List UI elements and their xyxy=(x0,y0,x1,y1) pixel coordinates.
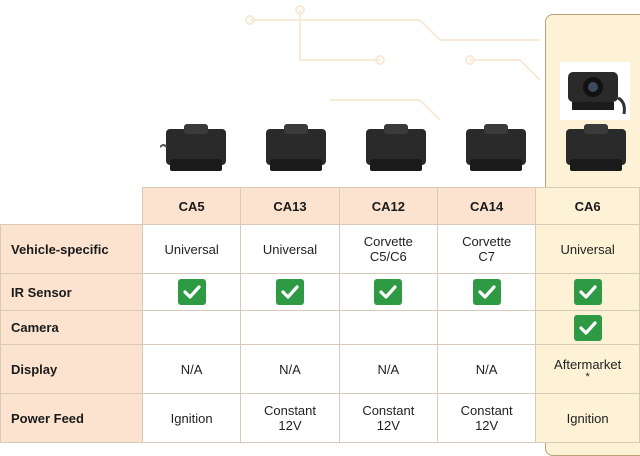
row-label-ir: IR Sensor xyxy=(0,273,143,311)
radar-sensor-icon xyxy=(160,124,226,171)
cell-camera-ca13 xyxy=(240,310,340,345)
cell-text: Constant xyxy=(263,403,317,418)
radar-sensor-icon xyxy=(366,124,426,171)
cell-text: 12V xyxy=(475,418,499,433)
cell-display-ca14: N/A xyxy=(436,344,537,394)
cell-text: 12V xyxy=(278,418,302,433)
cell-camera-ca12 xyxy=(338,310,438,345)
header-corner xyxy=(1,188,143,225)
row-label-display: Display xyxy=(0,344,143,394)
checkmark-icon xyxy=(573,314,602,341)
radar-sensor-icon xyxy=(566,124,626,171)
table-row-camera: Camera xyxy=(0,310,640,345)
cell-camera-ca6 xyxy=(535,310,640,345)
cell-ir-ca5 xyxy=(141,273,242,311)
cell-text: Constant xyxy=(460,403,513,418)
cell-text: Universal xyxy=(262,241,318,257)
cell-text: Universal xyxy=(164,241,219,257)
model-header-row: CA5 CA13 CA12 CA14 CA6 xyxy=(1,187,640,225)
cell-text: 12V xyxy=(376,418,400,433)
cell-text: Aftermarket xyxy=(554,356,622,372)
cell-text: C7 xyxy=(478,249,495,264)
cell-power-ca6: Ignition xyxy=(535,393,640,443)
cell-display-ca13: N/A xyxy=(240,344,340,394)
cell-ir-ca12 xyxy=(338,273,438,311)
model-header-ca14: CA14 xyxy=(436,187,537,225)
checkmark-icon xyxy=(177,279,206,305)
table-row-vehicle: Vehicle-specific Universal Universal Cor… xyxy=(0,224,640,274)
footnote-marker: * xyxy=(585,370,590,383)
cell-ir-ca14 xyxy=(436,273,537,311)
cell-display-ca6: Aftermarket* xyxy=(535,344,640,394)
cell-text: Ignition xyxy=(566,410,609,426)
table-row-ir: IR Sensor xyxy=(0,273,640,311)
cell-power-ca5: Ignition xyxy=(141,393,242,443)
checkmark-icon xyxy=(573,279,602,305)
comparison-table: CA5 CA13 CA12 CA14 CA6 Vehicle-specific … xyxy=(0,187,640,443)
model-header-ca12: CA12 xyxy=(338,187,438,225)
model-header-ca13: CA13 xyxy=(240,187,340,225)
cell-text: Universal xyxy=(560,241,615,257)
background-circuit-pattern xyxy=(245,5,541,121)
cell-camera-ca5 xyxy=(141,310,242,345)
cell-vehicle-ca13: Universal xyxy=(240,224,340,274)
cell-vehicle-ca5: Universal xyxy=(141,224,242,274)
radar-sensor-icon xyxy=(266,124,326,171)
table-row-display: Display N/A N/A N/A N/A Aftermarket* xyxy=(0,344,640,394)
cell-text: C5/C6 xyxy=(369,249,407,264)
cell-text: Corvette xyxy=(462,234,512,249)
cell-display-ca5: N/A xyxy=(141,344,242,394)
row-label-camera: Camera xyxy=(0,310,143,345)
row-label-vehicle: Vehicle-specific xyxy=(0,224,143,274)
checkmark-icon xyxy=(276,279,304,305)
cell-ir-ca6 xyxy=(535,273,640,311)
model-header-ca5: CA5 xyxy=(141,187,242,225)
cell-vehicle-ca6: Universal xyxy=(535,224,640,274)
checkmark-icon xyxy=(472,279,501,305)
cell-text: Corvette xyxy=(363,234,413,249)
model-header-ca6: CA6 xyxy=(535,187,640,225)
cell-text: Ignition xyxy=(170,410,213,426)
checkmark-icon xyxy=(374,279,403,305)
cell-display-ca12: N/A xyxy=(338,344,438,394)
row-label-power: Power Feed xyxy=(0,393,143,443)
cell-text: Constant xyxy=(362,403,415,418)
radar-sensor-icon xyxy=(466,124,526,171)
cell-camera-ca14 xyxy=(436,310,537,345)
cell-ir-ca13 xyxy=(240,273,340,311)
backup-camera-icon xyxy=(560,62,630,120)
